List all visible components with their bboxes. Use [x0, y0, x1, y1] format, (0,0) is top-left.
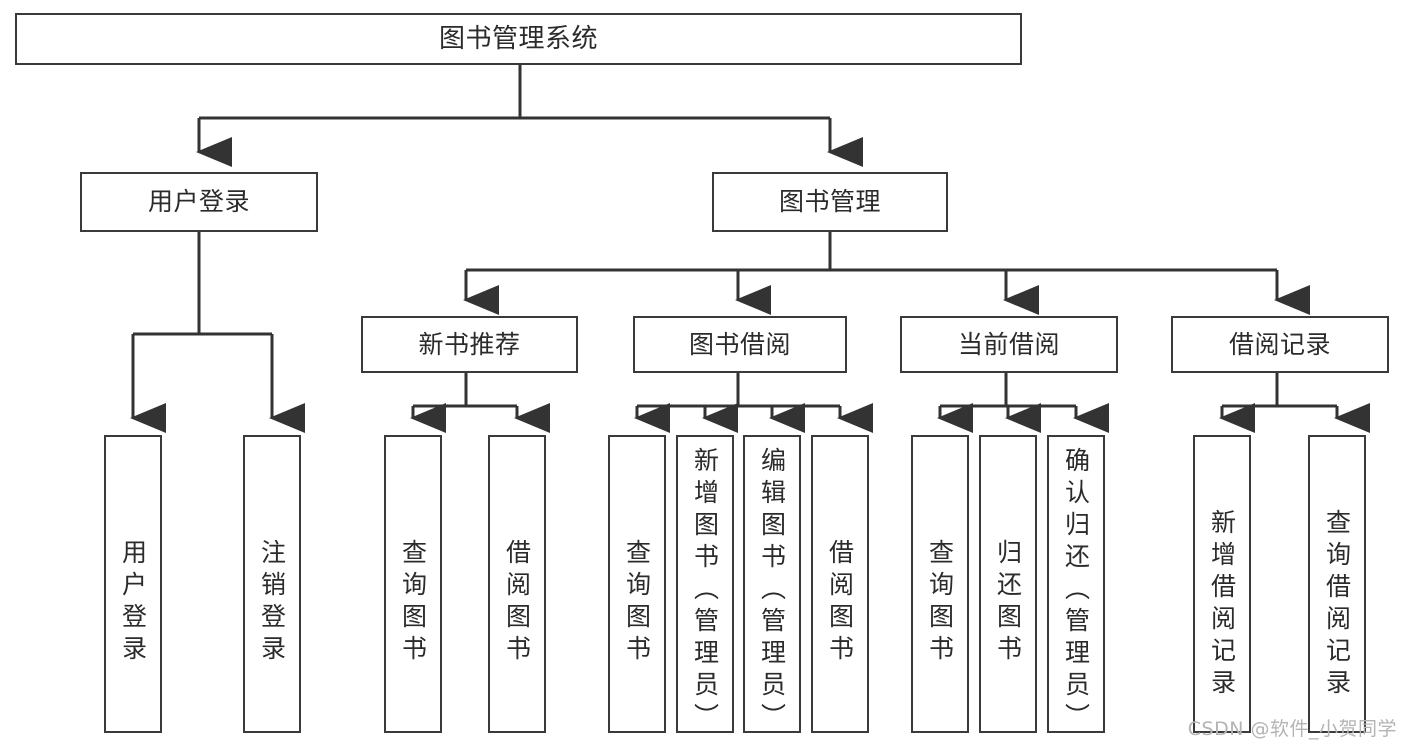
node-leaf-borrow-book-2[interactable]: 借阅图书 — [811, 435, 869, 733]
node-leaf-logout[interactable]: 注销登录 — [243, 435, 301, 733]
node-root-label: 图书管理系统 — [438, 23, 598, 54]
watermark: CSDN @软件_小贺同学 — [1187, 718, 1397, 740]
node-book-borrow[interactable]: 图书借阅 — [633, 316, 847, 373]
node-leaf-confirm-return-label: 确认归还（管理员） — [1061, 447, 1091, 735]
node-leaf-edit-book[interactable]: 编辑图书（管理员） — [743, 435, 801, 735]
node-book-manage-label: 图书管理 — [778, 187, 881, 217]
node-leaf-return-book[interactable]: 归还图书 — [979, 435, 1037, 733]
node-current-borrow-label: 当前借阅 — [957, 329, 1060, 359]
node-leaf-edit-book-label: 编辑图书（管理员） — [757, 447, 787, 735]
node-leaf-query-book-2[interactable]: 查询图书 — [608, 435, 666, 733]
node-leaf-query-book-3-label: 查询图书 — [925, 539, 955, 667]
node-new-book-recommend[interactable]: 新书推荐 — [361, 316, 578, 373]
node-borrow-record-label: 借阅记录 — [1228, 329, 1331, 359]
node-current-borrow[interactable]: 当前借阅 — [900, 316, 1118, 373]
node-borrow-record[interactable]: 借阅记录 — [1171, 316, 1389, 373]
node-leaf-add-book-label: 新增图书（管理员） — [690, 447, 720, 735]
node-leaf-borrow-book-2-label: 借阅图书 — [825, 539, 855, 667]
node-leaf-query-book-3[interactable]: 查询图书 — [911, 435, 969, 733]
node-root[interactable]: 图书管理系统 — [15, 13, 1022, 65]
node-new-book-recommend-label: 新书推荐 — [418, 329, 521, 359]
node-leaf-query-record-label: 查询借阅记录 — [1322, 509, 1352, 701]
node-leaf-user-login-label: 用户登录 — [118, 539, 148, 667]
node-leaf-add-record[interactable]: 新增借阅记录 — [1193, 435, 1251, 733]
node-leaf-logout-label: 注销登录 — [257, 539, 287, 667]
node-leaf-query-book-1-label: 查询图书 — [398, 539, 428, 667]
node-leaf-query-record[interactable]: 查询借阅记录 — [1308, 435, 1366, 733]
node-leaf-return-book-label: 归还图书 — [993, 539, 1023, 667]
node-book-manage[interactable]: 图书管理 — [712, 172, 948, 232]
node-leaf-borrow-book-1[interactable]: 借阅图书 — [488, 435, 546, 733]
node-leaf-user-login[interactable]: 用户登录 — [104, 435, 162, 733]
node-user-login-label: 用户登录 — [147, 187, 250, 217]
node-leaf-query-book-2-label: 查询图书 — [622, 539, 652, 667]
node-leaf-query-book-1[interactable]: 查询图书 — [384, 435, 442, 733]
node-leaf-confirm-return[interactable]: 确认归还（管理员） — [1047, 435, 1105, 735]
node-leaf-add-book[interactable]: 新增图书（管理员） — [676, 435, 734, 735]
node-leaf-borrow-book-1-label: 借阅图书 — [502, 539, 532, 667]
node-leaf-add-record-label: 新增借阅记录 — [1207, 509, 1237, 701]
node-book-borrow-label: 图书借阅 — [688, 329, 791, 359]
node-user-login[interactable]: 用户登录 — [80, 172, 318, 232]
